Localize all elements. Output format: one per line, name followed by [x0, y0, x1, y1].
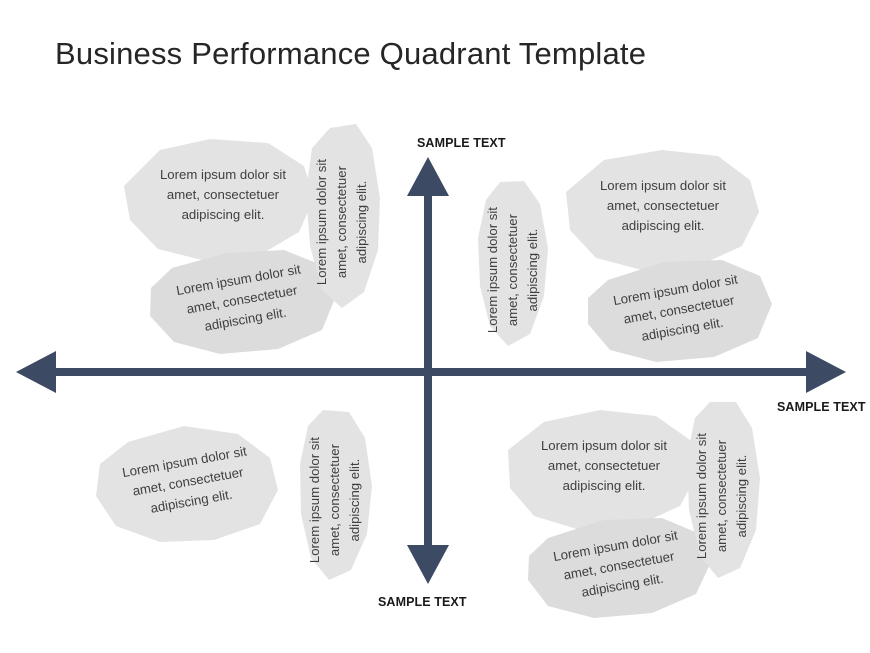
blob-top-left-2[interactable]: Lorem ipsum dolor sit amet, consectetuer…: [142, 248, 342, 358]
blob-shape-icon: [528, 518, 711, 618]
blob-top-right-1[interactable]: Lorem ipsum dolor sit amet, consectetuer…: [472, 178, 554, 350]
blob-text: Lorem ipsum dolor sit amet, consectetuer…: [484, 207, 541, 334]
axis-label-right: SAMPLE TEXT: [777, 400, 866, 414]
blob-text: Lorem ipsum dolor sit amet, consectetuer…: [599, 178, 727, 234]
blob-shape-icon: [96, 426, 278, 542]
blob-shape-icon: [306, 124, 380, 308]
blob-text: Lorem ipsum dolor sit amet, consectetuer…: [306, 437, 363, 564]
blob-shape-icon: [150, 250, 336, 354]
blob-shape-icon: [566, 150, 759, 270]
blob-shape-icon: [478, 181, 548, 346]
blob-shape-icon: [508, 410, 698, 530]
blob-bottom-left-2[interactable]: Lorem ipsum dolor sit amet, consectetuer…: [293, 406, 379, 584]
blob-text: Lorem ipsum dolor sit amet, consectetuer…: [540, 438, 668, 494]
blob-text: Lorem ipsum dolor sit amet, consectetuer…: [693, 433, 750, 560]
blob-top-left-3[interactable]: Lorem ipsum dolor sit amet, consectetuer…: [300, 122, 386, 312]
blob-bottom-right-1[interactable]: Lorem ipsum dolor sit amet, consectetuer…: [500, 408, 706, 534]
blob-text: Lorem ipsum dolor sit amet, consectetuer…: [159, 167, 287, 223]
page-title: Business Performance Quadrant Template: [55, 36, 647, 71]
blob-top-right-3[interactable]: Lorem ipsum dolor sit amet, consectetuer…: [580, 258, 778, 366]
blob-bottom-right-3[interactable]: Lorem ipsum dolor sit amet, consectetuer…: [680, 398, 766, 582]
blob-shape-icon: [124, 139, 314, 261]
axis-label-top: SAMPLE TEXT: [417, 136, 506, 150]
blob-top-left-1[interactable]: Lorem ipsum dolor sit amet, consectetuer…: [118, 136, 328, 266]
blob-shape-icon: [588, 260, 772, 362]
blob-shape-icon: [300, 410, 372, 580]
axis-label-bottom: SAMPLE TEXT: [378, 595, 467, 609]
blob-bottom-left-1[interactable]: Lorem ipsum dolor sit amet, consectetuer…: [90, 424, 286, 546]
blob-bottom-right-2[interactable]: Lorem ipsum dolor sit amet, consectetuer…: [520, 516, 718, 622]
blob-shape-icon: [687, 402, 760, 578]
blob-top-right-2[interactable]: Lorem ipsum dolor sit amet, consectetuer…: [558, 148, 766, 276]
blob-text: Lorem ipsum dolor sit amet, consectetuer…: [313, 159, 370, 286]
